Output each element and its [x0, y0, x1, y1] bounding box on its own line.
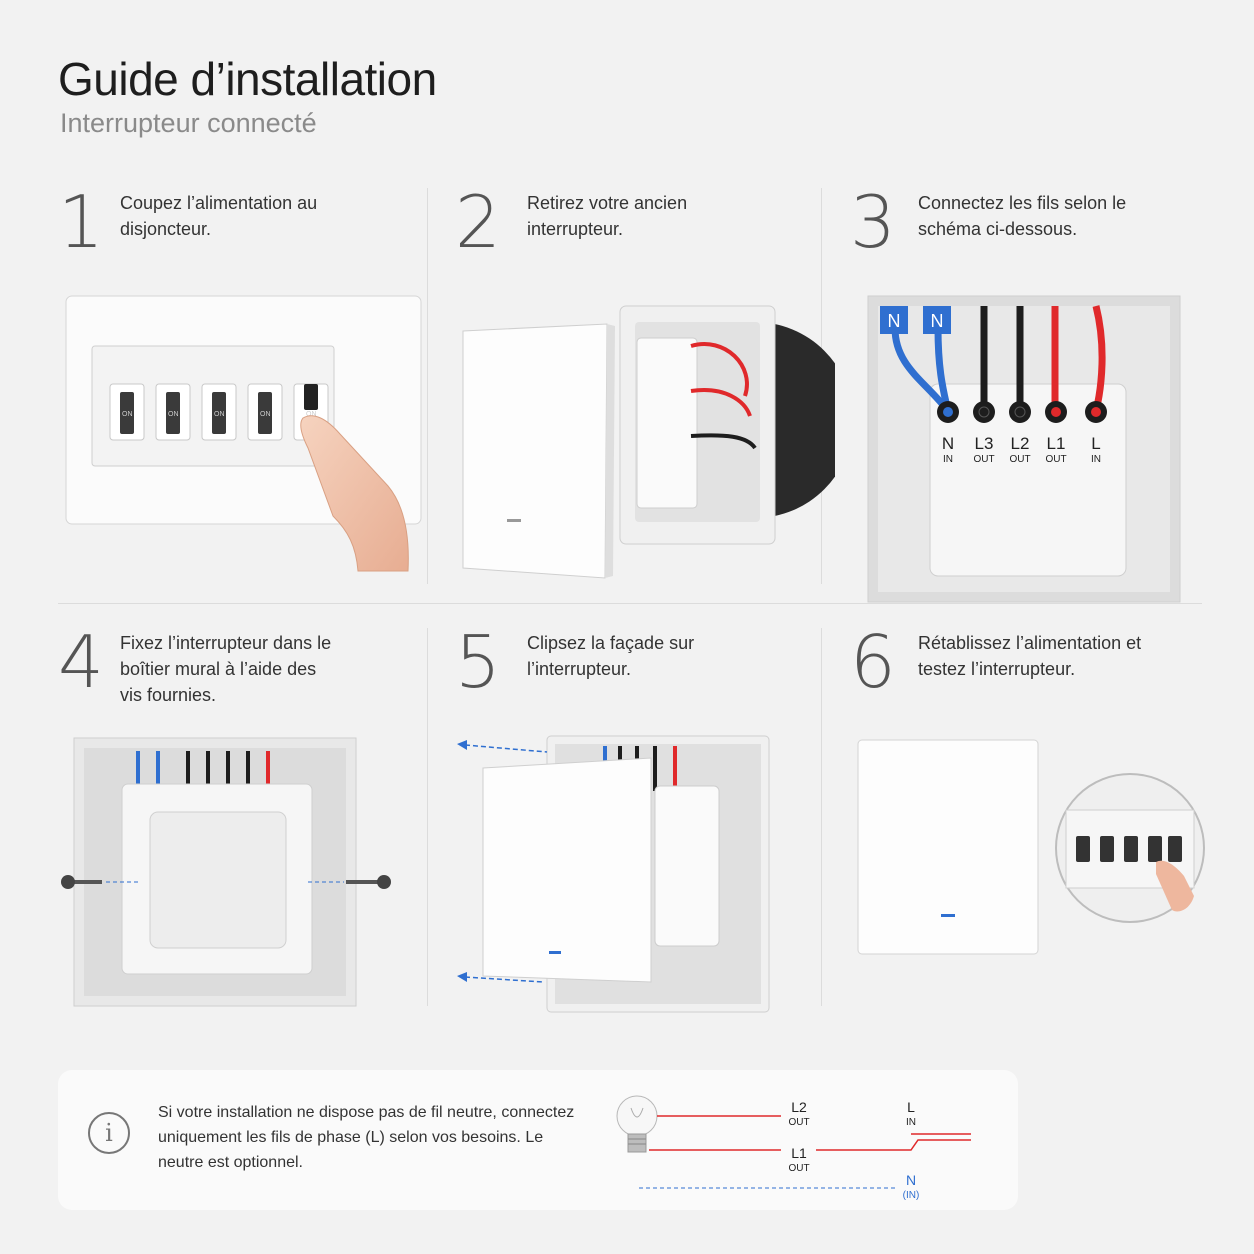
wiring-illustration: N N N IN L3 OUT L2 OUT L1 OUT L IN [867, 295, 1181, 603]
diagram-n-label: N [906, 1172, 916, 1188]
breaker-panel-illustration: ON ON ON ON ON [65, 295, 422, 572]
terminal-sub: OUT [1045, 454, 1066, 465]
terminal-label: L [1091, 434, 1100, 453]
terminal-sub: IN [1091, 454, 1101, 465]
step-2: 2 Retirez votre ancien interrupteur. [455, 186, 845, 596]
test-switch-illustration [857, 739, 1205, 955]
step-number: 3 [850, 180, 896, 264]
step-number: 6 [850, 620, 896, 704]
diagram-l2-sub: OUT [788, 1117, 809, 1128]
diagram-l1-sub: OUT [788, 1163, 809, 1174]
page-subtitle: Interrupteur connecté [60, 108, 317, 138]
diagram-l1-label: L1 [791, 1145, 807, 1161]
arrow-icon [457, 740, 548, 753]
diagram-l2-label: L2 [791, 1099, 807, 1115]
breaker-label: ON [168, 411, 179, 418]
hand-finger-icon [300, 415, 409, 572]
separator [58, 603, 1202, 604]
diagram-l-sub: IN [906, 1117, 916, 1128]
terminal-block [937, 401, 1107, 423]
breaker-label: ON [306, 411, 317, 418]
terminal-label: L3 [975, 434, 994, 453]
step-text: Retirez votre ancien interrupteur. [527, 193, 688, 239]
wire-tag: N [888, 311, 901, 331]
screw-right-icon [346, 875, 391, 889]
step-text: Connectez les fils selon le schéma ci-de… [918, 193, 1127, 239]
step-3: N N N IN L3 OUT L2 OUT L1 OUT L IN 3 Con… [850, 180, 1240, 603]
screw-left-icon [61, 875, 102, 889]
breaker-label: ON [260, 411, 271, 418]
breaker-labels: ON ON ON ON ON [122, 411, 317, 418]
separator [427, 188, 428, 584]
terminal-sub: OUT [1009, 454, 1030, 465]
breaker-row [109, 383, 329, 441]
lightbulb-icon [616, 1095, 658, 1153]
breaker-label: ON [122, 411, 133, 418]
step-text: Clipsez la façade sur l’interrupteur. [527, 633, 695, 679]
indicator-led [941, 914, 955, 917]
info-text: Si votre installation ne dispose pas de … [158, 1104, 575, 1171]
separator [821, 628, 822, 1006]
indicator-led [549, 951, 561, 954]
step-text: Coupez l’alimentation au disjoncteur. [120, 193, 318, 239]
page-title: Guide d’installation [58, 53, 437, 105]
mount-screws-illustration [61, 737, 391, 1007]
terminal-sub: IN [943, 454, 953, 465]
terminal-label: L1 [1047, 434, 1066, 453]
step-6: 6 Rétablissez l’alimentation et testez l… [850, 626, 1240, 1036]
remove-switch-illustration [462, 305, 835, 579]
step-number: 1 [58, 180, 104, 264]
step-number: 2 [455, 180, 501, 264]
wire-tag: N [931, 311, 944, 331]
wiring-diagram: L2 OUT L1 OUT L IN N (IN) [616, 1095, 971, 1201]
separator [427, 628, 428, 1006]
step-4: 4 Fixez l’interrupteur dans le boîtier m… [58, 626, 448, 1036]
step-number: 4 [58, 620, 104, 704]
diagram-l-label: L [907, 1099, 915, 1115]
info-box: i Si votre installation ne dispose pas d… [58, 1070, 1018, 1210]
step-text: Fixez l’interrupteur dans le boîtier mur… [120, 633, 332, 705]
step-1: ON ON ON ON ON 1 Coupez l’alimentation a… [58, 186, 448, 596]
arrow-icon [457, 972, 544, 983]
hand-finger-icon [1156, 860, 1194, 912]
info-icon: i [88, 1112, 130, 1154]
step-5: 5 Clipsez la façade sur l’interrupteur. [455, 626, 845, 1036]
clip-faceplate-illustration [457, 735, 770, 1013]
step-text: Rétablissez l’alimentation et testez l’i… [918, 633, 1142, 679]
terminal-label: N [942, 434, 954, 453]
breaker-label: ON [214, 411, 225, 418]
diagram-n-sub: (IN) [903, 1190, 920, 1201]
terminal-sub: OUT [973, 454, 994, 465]
terminal-label: L2 [1011, 434, 1030, 453]
step-number: 5 [455, 620, 501, 704]
indicator-led [507, 519, 521, 522]
